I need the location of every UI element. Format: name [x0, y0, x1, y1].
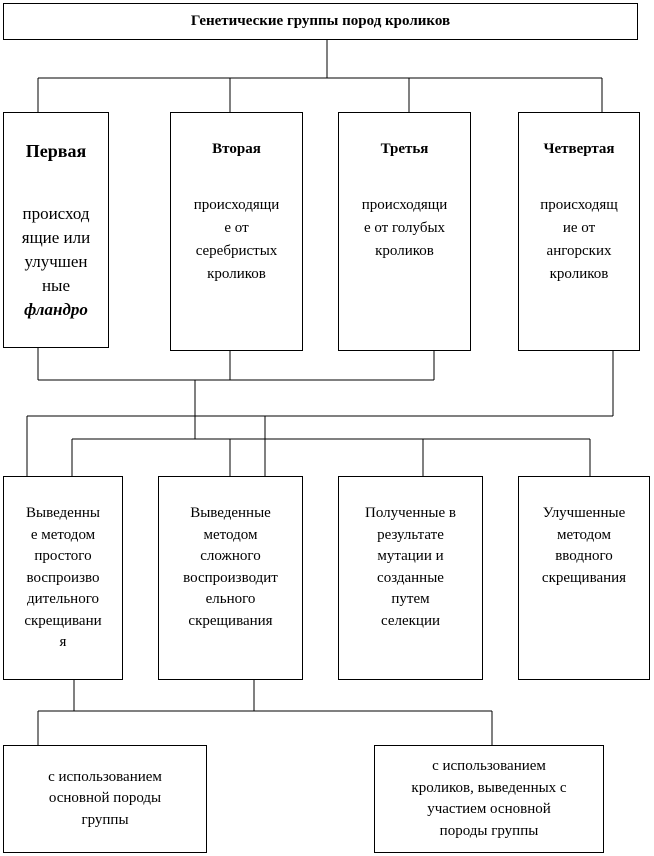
group-name: Четвертая	[543, 141, 615, 157]
group-desc-line: кроликов	[549, 266, 609, 282]
group-desc-emphasis: фландро	[24, 300, 88, 319]
subtype-line: породы группы	[439, 822, 539, 839]
group-desc-line: происходящи	[193, 197, 280, 213]
diagram-title-text: Генетические группы пород кроликов	[190, 13, 451, 29]
subtype-box-base-breed: с использованием основной породы группы	[3, 745, 207, 853]
method-line: Выведенны	[26, 505, 100, 521]
method-line: ельного	[205, 591, 256, 607]
method-line: скрещивания	[188, 612, 273, 629]
method-line: вводного	[555, 548, 613, 564]
method-line: путем	[391, 591, 430, 607]
subtype-box-derived-breed: с использованием кроликов, выведенных с …	[374, 745, 604, 853]
group-desc-line: кроликов	[375, 243, 434, 259]
group-desc-line: происход	[22, 204, 90, 223]
method-box-complex: Выведенные методом сложного воспроизводи…	[158, 476, 303, 680]
group-name: Первая	[25, 141, 87, 161]
group-desc-line: ангорских	[546, 243, 612, 259]
group-desc-line: ные	[41, 276, 71, 295]
method-line: я	[59, 634, 67, 650]
group-desc-line: ящие или	[21, 228, 91, 247]
method-line: Выведенные	[190, 505, 271, 521]
group-desc-line: ие от	[562, 220, 596, 236]
subtype-line: группы	[81, 811, 129, 828]
method-box-mutation: Полученные в результате мутации и создан…	[338, 476, 483, 680]
group-desc-line: происходящ	[540, 197, 618, 213]
group-box-first: Первая происход ящие или улучшен ные фла…	[3, 112, 109, 348]
diagram-title: Генетические группы пород кроликов	[3, 3, 638, 40]
subtype-line: с использованием	[432, 758, 546, 774]
method-line: дительного	[26, 591, 99, 607]
method-line: воспроизводит	[183, 569, 278, 586]
group-desc-line: происходящи	[361, 197, 448, 213]
method-box-introductory: Улучшенные методом вводного скрещивания	[518, 476, 650, 680]
group-description: происходящ ие от ангорских кроликов	[540, 194, 618, 286]
subtype-line: основной породы	[48, 790, 162, 807]
subtype-line: кроликов, выведенных с	[411, 779, 567, 796]
method-line: простого	[34, 548, 92, 564]
method-line: сложного	[200, 548, 261, 564]
method-line: скрещивани	[24, 612, 102, 629]
group-description: происходящи е от серебристых кроликов	[194, 194, 280, 286]
subtype-line: участием основной	[427, 801, 551, 817]
group-desc-line: серебристых	[195, 243, 278, 259]
group-desc-line: улучшен	[24, 252, 88, 271]
method-line: селекции	[380, 612, 440, 629]
method-line: результате	[377, 526, 444, 543]
method-line: е методом	[30, 526, 96, 543]
group-name: Вторая	[212, 141, 261, 157]
method-line: созданные	[377, 569, 444, 586]
group-box-third: Третья происходящи е от голубых кроликов	[338, 112, 471, 351]
group-box-fourth: Четвертая происходящ ие от ангорских кро…	[518, 112, 640, 351]
group-description: происходящи е от голубых кроликов	[362, 194, 448, 263]
method-line: Полученные в	[365, 505, 456, 521]
method-line: методом	[203, 526, 258, 543]
group-desc-line: кроликов	[207, 266, 266, 282]
method-line: скрещивания	[541, 569, 627, 586]
group-description: происход ящие или улучшен ные фландро	[22, 202, 90, 322]
subtype-line: с использованием	[48, 768, 162, 785]
group-desc-line: е от	[224, 220, 249, 236]
method-line: методом	[557, 526, 611, 543]
method-box-simple: Выведенны е методом простого воспроизво …	[3, 476, 123, 680]
group-desc-line: е от голубых	[363, 220, 446, 236]
method-line: воспроизво	[26, 569, 100, 586]
method-line: мутации и	[377, 548, 444, 564]
group-box-second: Вторая происходящи е от серебристых крол…	[170, 112, 303, 351]
method-line: Улучшенные	[542, 505, 626, 521]
group-name: Третья	[380, 141, 429, 157]
